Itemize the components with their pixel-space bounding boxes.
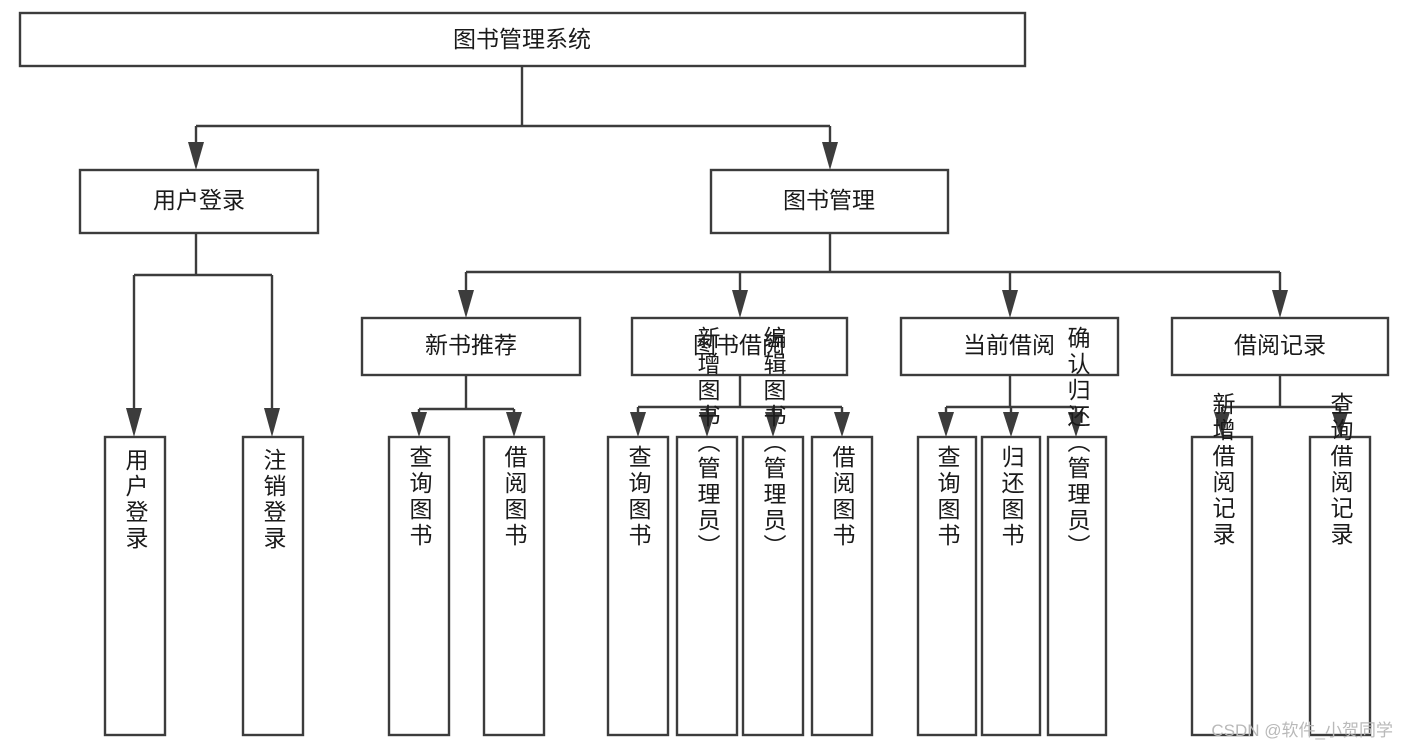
leaf-book-borrow-add-box[interactable] bbox=[675, 435, 739, 737]
node-new-book-recommend-box[interactable] bbox=[360, 316, 582, 377]
arrowhead-bookmgmt-new-book bbox=[458, 290, 474, 318]
leaf-current-borrow-confirm-box[interactable] bbox=[1046, 435, 1108, 737]
arrowhead-borrowrecord-leaf-1 bbox=[1214, 412, 1230, 437]
connector-group-current-borrow bbox=[938, 375, 1084, 437]
leaf-borrow-record-query-label: 查询借阅记录 bbox=[1327, 392, 1354, 548]
connector-group-book-borrow bbox=[630, 375, 850, 437]
leaf-book-borrow-edit[interactable]: 编辑图书（管理员） bbox=[741, 326, 805, 737]
arrowhead-currentborrow-leaf-1 bbox=[938, 412, 954, 437]
arrowhead-bookborrow-leaf-2 bbox=[699, 412, 715, 437]
node-borrow-record-box[interactable] bbox=[1170, 316, 1390, 377]
arrowhead-bookmgmt-borrow-record bbox=[1272, 290, 1288, 318]
node-current-borrow-box[interactable] bbox=[899, 316, 1120, 377]
arrowhead-root-to-user-login bbox=[188, 142, 204, 170]
leaf-borrow-record-add-label: 新增借阅记录 bbox=[1209, 392, 1236, 548]
leaf-borrow-record-query-box[interactable] bbox=[1308, 435, 1372, 737]
node-book-borrow-box[interactable] bbox=[630, 316, 849, 377]
connector-group-borrow-record bbox=[1214, 375, 1348, 437]
leaf-current-borrow-return-label: 归还图书 bbox=[998, 445, 1025, 549]
leaf-book-borrow-query-label: 查询图书 bbox=[625, 445, 652, 549]
arrowhead-borrowrecord-leaf-2 bbox=[1332, 412, 1348, 437]
leaf-user-login-login-label: 用户登录 bbox=[122, 448, 149, 552]
node-new-book-recommend[interactable]: 新书推荐 bbox=[360, 316, 582, 377]
arrowhead-bookmgmt-current-borrow bbox=[1002, 290, 1018, 318]
arrowhead-userlogin-leaf-1 bbox=[126, 408, 142, 437]
node-user-login[interactable]: 用户登录 bbox=[78, 168, 320, 235]
node-book-borrow-label: 图书借阅 bbox=[693, 332, 785, 358]
csdn-watermark: CSDN @软件_小贺同学 bbox=[1211, 721, 1393, 740]
leaf-book-borrow-add[interactable]: 新增图书（管理员） bbox=[675, 326, 739, 737]
leaf-new-book-query[interactable]: 查询图书 bbox=[387, 435, 451, 737]
leaf-book-borrow-query-box[interactable] bbox=[606, 435, 670, 737]
node-book-management-box[interactable] bbox=[709, 168, 950, 235]
connector-group-root bbox=[188, 66, 838, 170]
connector-group-new-book-recommend bbox=[411, 375, 522, 437]
leaf-user-login-login[interactable]: 用户登录 bbox=[103, 435, 167, 737]
arrowhead-userlogin-leaf-2 bbox=[264, 408, 280, 437]
node-borrow-record[interactable]: 借阅记录 bbox=[1170, 316, 1390, 377]
node-book-management[interactable]: 图书管理 bbox=[709, 168, 950, 235]
leaf-book-borrow-query[interactable]: 查询图书 bbox=[606, 435, 670, 737]
leaf-user-login-logout-label: 注销登录 bbox=[260, 448, 287, 552]
leaf-current-borrow-confirm[interactable]: 确认归还（管理员） bbox=[1046, 326, 1108, 737]
arrowhead-currentborrow-leaf-3 bbox=[1068, 412, 1084, 437]
node-user-login-box[interactable] bbox=[78, 168, 320, 235]
node-root-system-box[interactable] bbox=[18, 11, 1027, 68]
node-current-borrow-label: 当前借阅 bbox=[963, 332, 1055, 358]
leaf-current-borrow-return[interactable]: 归还图书 bbox=[980, 435, 1042, 737]
leaf-user-login-login-box[interactable] bbox=[103, 435, 167, 737]
leaf-new-book-query-label: 查询图书 bbox=[406, 445, 433, 549]
node-book-management-label: 图书管理 bbox=[783, 187, 875, 213]
leaf-current-borrow-query-label: 查询图书 bbox=[934, 445, 961, 549]
leaf-book-borrow-borrow[interactable]: 借阅图书 bbox=[810, 435, 874, 737]
node-book-borrow[interactable]: 图书借阅 bbox=[630, 316, 849, 377]
leaf-new-book-borrow-label: 借阅图书 bbox=[501, 445, 528, 549]
node-user-login-label: 用户登录 bbox=[153, 187, 245, 213]
leaf-current-borrow-return-box[interactable] bbox=[980, 435, 1042, 737]
node-new-book-recommend-label: 新书推荐 bbox=[425, 332, 517, 358]
leaf-new-book-borrow-box[interactable] bbox=[482, 435, 546, 737]
arrowhead-bookborrow-leaf-1 bbox=[630, 412, 646, 437]
leaf-book-borrow-edit-box[interactable] bbox=[741, 435, 805, 737]
arrowhead-bookborrow-leaf-3 bbox=[765, 412, 781, 437]
leaf-book-borrow-borrow-box[interactable] bbox=[810, 435, 874, 737]
arrowhead-newbook-leaf-1 bbox=[411, 412, 427, 437]
leaf-user-login-logout[interactable]: 注销登录 bbox=[241, 435, 305, 737]
leaf-current-borrow-query[interactable]: 查询图书 bbox=[916, 435, 978, 737]
leaf-new-book-borrow[interactable]: 借阅图书 bbox=[482, 435, 546, 737]
leaf-user-login-logout-box[interactable] bbox=[241, 435, 305, 737]
connector-group-user-login bbox=[126, 233, 280, 437]
leaf-borrow-record-add-box[interactable] bbox=[1190, 435, 1254, 737]
leaf-borrow-record-query[interactable]: 查询借阅记录 bbox=[1308, 392, 1372, 737]
node-borrow-record-label: 借阅记录 bbox=[1234, 332, 1326, 358]
arrowhead-root-to-book-mgmt bbox=[822, 142, 838, 170]
leaf-book-borrow-borrow-label: 借阅图书 bbox=[829, 445, 856, 549]
node-current-borrow[interactable]: 当前借阅 bbox=[899, 316, 1120, 377]
leaf-book-borrow-add-label: 新增图书（管理员） bbox=[694, 326, 721, 560]
leaf-current-borrow-confirm-label: 确认归还（管理员） bbox=[1064, 326, 1091, 560]
leaf-book-borrow-edit-label: 编辑图书（管理员） bbox=[760, 326, 787, 560]
leaf-new-book-query-box[interactable] bbox=[387, 435, 451, 737]
connector-group-book-mgmt bbox=[458, 233, 1288, 318]
arrowhead-bookmgmt-book-borrow bbox=[732, 290, 748, 318]
node-root-system[interactable]: 图书管理系统 bbox=[18, 11, 1027, 68]
arrowhead-bookborrow-leaf-4 bbox=[834, 412, 850, 437]
node-root-system-label: 图书管理系统 bbox=[453, 26, 591, 52]
arrowhead-currentborrow-leaf-2 bbox=[1003, 412, 1019, 437]
leaf-borrow-record-add[interactable]: 新增借阅记录 bbox=[1190, 392, 1254, 737]
leaf-current-borrow-query-box[interactable] bbox=[916, 435, 978, 737]
arrowhead-newbook-leaf-2 bbox=[506, 412, 522, 437]
